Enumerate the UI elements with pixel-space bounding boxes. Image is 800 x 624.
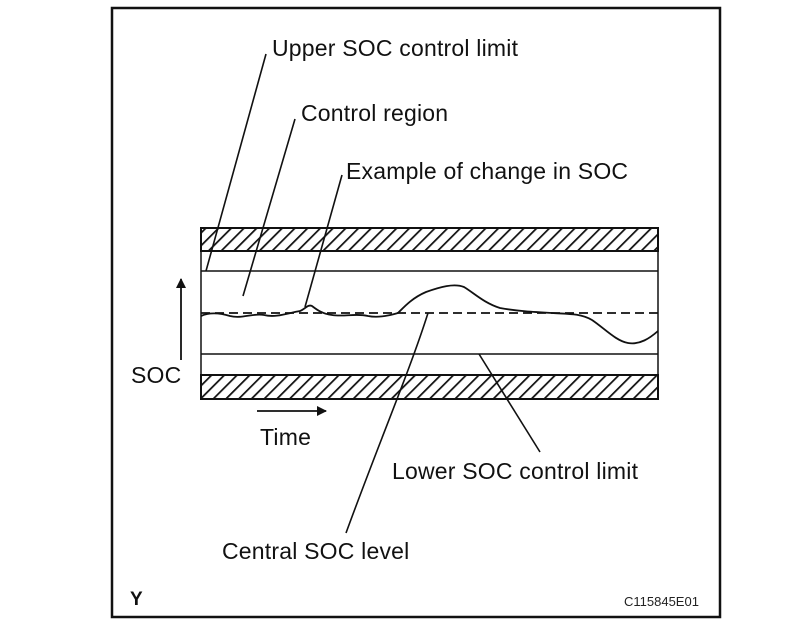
figure-frame [110, 6, 722, 619]
central-level-leader-line [345, 312, 429, 534]
soc-example-curve [200, 284, 659, 345]
lower-limit-leader-line [478, 353, 541, 453]
upper-soc-limit-label: Upper SOC control limit [272, 35, 519, 61]
time-axis-label: Time [260, 424, 312, 450]
corner-mark: Y [130, 589, 143, 610]
lower-hatched-band [200, 374, 659, 400]
control-region-label: Control region [301, 100, 449, 126]
soc-axis-label: SOC [131, 362, 182, 388]
upper-hatched-band [200, 227, 659, 252]
lower-soc-limit-label: Lower SOC control limit [392, 458, 639, 484]
upper-limit-leader-line [205, 53, 267, 272]
example-change-label: Example of change in SOC [346, 158, 629, 184]
figure-code: C115845E01 [624, 594, 699, 609]
central-soc-level-label: Central SOC level [222, 538, 410, 564]
control-region-leader-line [242, 118, 296, 297]
example-change-leader-line [304, 174, 343, 308]
